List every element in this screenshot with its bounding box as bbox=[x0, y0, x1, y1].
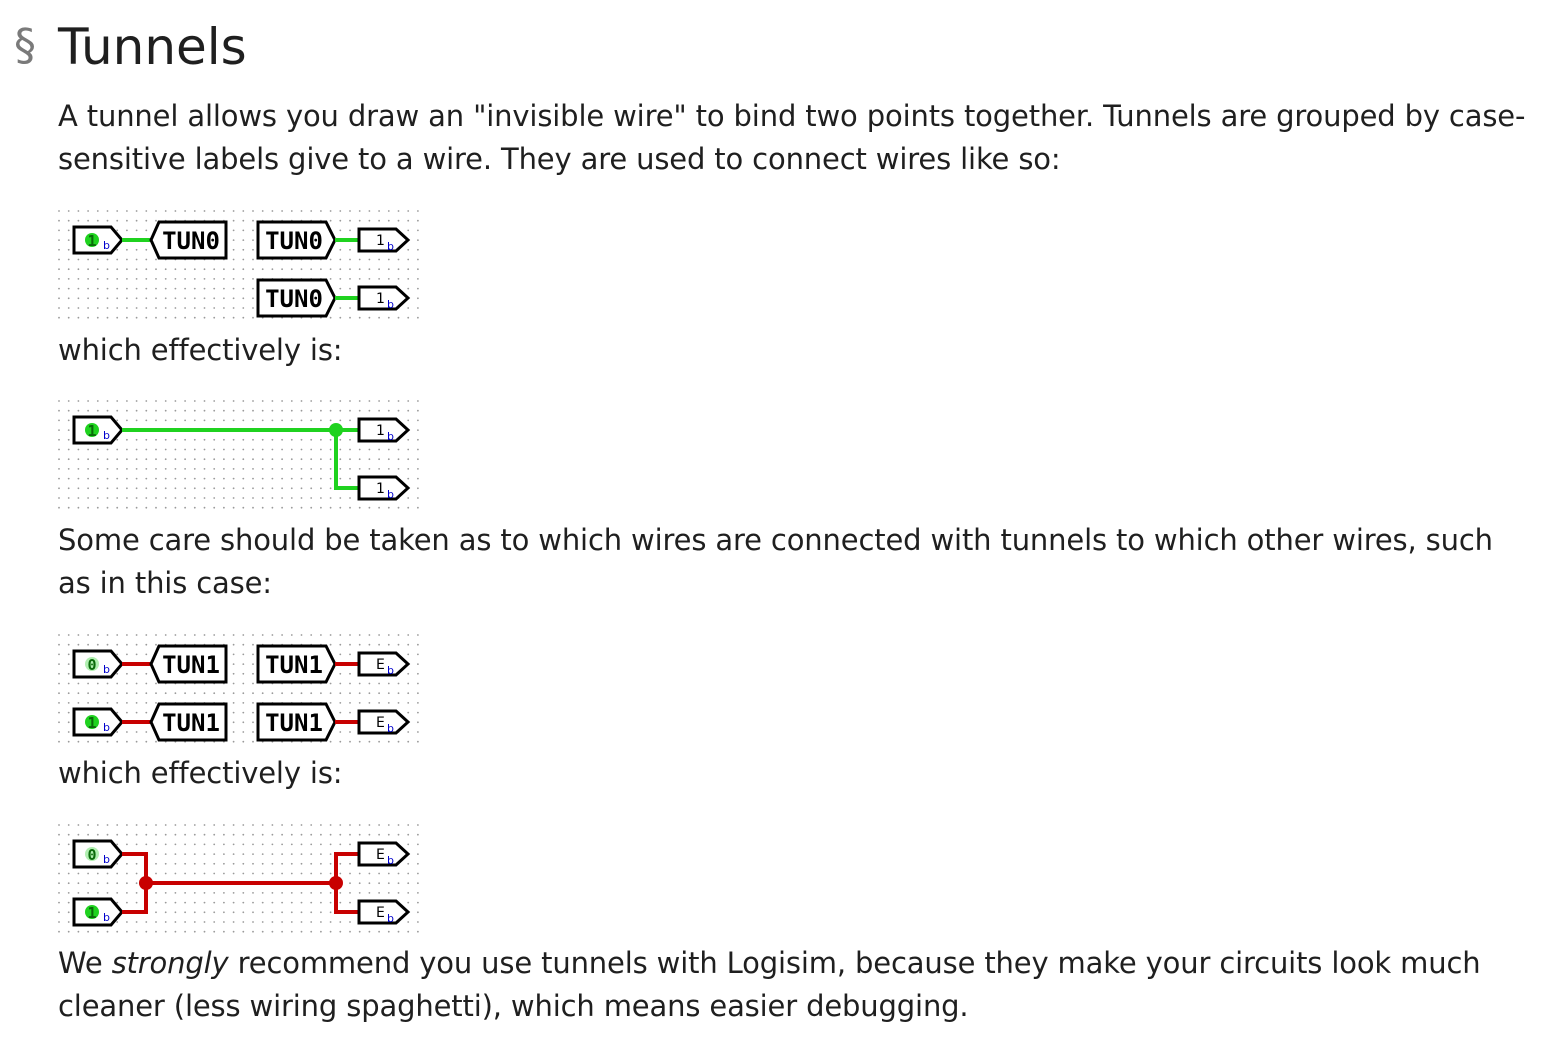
input-pin-value: 1 bbox=[87, 714, 96, 732]
output-pin-value: 1 bbox=[376, 481, 385, 497]
tunnel: TUN0 bbox=[149, 220, 228, 260]
input-pin-value: 1 bbox=[87, 232, 96, 250]
section-anchor-icon[interactable]: § bbox=[14, 20, 36, 71]
wire-junction bbox=[329, 423, 343, 437]
output-pin-value: 1 bbox=[376, 291, 385, 307]
caution-paragraph: Some care should be taken as to which wi… bbox=[58, 523, 1493, 600]
tunnel-label: TUN0 bbox=[265, 227, 323, 255]
input-pin-subscript: b bbox=[103, 721, 110, 734]
output-pin: E b bbox=[357, 709, 411, 735]
output-pin-value: 1 bbox=[376, 423, 385, 439]
tunnel-label: TUN0 bbox=[265, 285, 323, 313]
output-pin-subscript: b bbox=[387, 240, 394, 253]
output-pin-subscript: b bbox=[387, 912, 394, 925]
input-pin-subscript: b bbox=[103, 429, 110, 442]
output-pin-subscript: b bbox=[387, 488, 394, 501]
output-pin-value: E bbox=[376, 657, 385, 673]
input-pin-subscript: b bbox=[103, 911, 110, 924]
tunnel: TUN1 bbox=[256, 702, 337, 742]
tunnel: TUN1 bbox=[149, 644, 228, 684]
output-pin: 1 b bbox=[357, 475, 411, 501]
input-pin: 0 b bbox=[72, 649, 124, 679]
input-pin: 1 b bbox=[72, 707, 124, 737]
input-pin-subscript: b bbox=[103, 853, 110, 866]
tunnel: TUN1 bbox=[256, 644, 337, 684]
input-pin-value: 1 bbox=[87, 904, 96, 922]
equivalent-caption-2: which effectively is: bbox=[58, 756, 343, 790]
tunnel-example-diagram: 1 b TUN0 TUN0 1 b TUN0 1 b bbox=[58, 210, 419, 319]
tunnel: TUN0 bbox=[256, 278, 337, 318]
recommendation-text-start: We bbox=[58, 946, 112, 980]
output-pin: 1 b bbox=[357, 227, 411, 253]
conflicting-wiring-diagram: 0 b 1 b E b E b bbox=[58, 824, 419, 933]
input-pin: 0 b bbox=[72, 839, 124, 869]
output-pin-subscript: b bbox=[387, 664, 394, 677]
input-pin-value: 0 bbox=[87, 656, 96, 674]
tunnel-label: TUN1 bbox=[265, 709, 323, 737]
input-pin-value: 1 bbox=[87, 422, 96, 440]
tunnel: TUN1 bbox=[149, 702, 228, 742]
output-pin: E b bbox=[357, 651, 411, 677]
recommendation-emphasis: strongly bbox=[111, 946, 229, 980]
output-pin-value: 1 bbox=[376, 233, 385, 249]
output-pin-value: E bbox=[376, 847, 385, 863]
recommendation-paragraph: We strongly recommend you use tunnels wi… bbox=[58, 942, 1528, 1028]
output-pin: 1 b bbox=[357, 417, 411, 443]
wire bbox=[334, 430, 359, 490]
input-pin: 1 b bbox=[72, 897, 124, 927]
tunnel-label: TUN1 bbox=[162, 709, 220, 737]
wire-junction bbox=[329, 876, 343, 890]
equivalent-caption-1: which effectively is: bbox=[58, 333, 343, 367]
grid-dots bbox=[58, 400, 419, 509]
page-title: Tunnels bbox=[58, 18, 247, 76]
output-pin: 1 b bbox=[357, 285, 411, 311]
output-pin-subscript: b bbox=[387, 430, 394, 443]
tunnel: TUN0 bbox=[256, 220, 337, 260]
conflicting-tunnel-diagram: 0 b TUN1 TUN1 E b 1 b TUN1 TUN1 E b bbox=[58, 634, 419, 743]
intro-paragraph: A tunnel allows you draw an "invisible w… bbox=[58, 99, 1526, 176]
input-pin: 1 b bbox=[72, 415, 124, 445]
input-pin: 1 b bbox=[72, 225, 124, 255]
output-pin-value: E bbox=[376, 715, 385, 731]
output-pin: E b bbox=[357, 899, 411, 925]
input-pin-subscript: b bbox=[103, 663, 110, 676]
recommendation-text-end: recommend you use tunnels with Logisim, … bbox=[58, 946, 1481, 1023]
input-pin-value: 0 bbox=[87, 846, 96, 864]
output-pin-value: E bbox=[376, 905, 385, 921]
equivalent-wiring-diagram: 1 b 1 b 1 b bbox=[58, 400, 419, 509]
wire-junction bbox=[139, 876, 153, 890]
tunnel-label: TUN1 bbox=[162, 651, 220, 679]
output-pin: E b bbox=[357, 841, 411, 867]
output-pin-subscript: b bbox=[387, 854, 394, 867]
output-pin-subscript: b bbox=[387, 722, 394, 735]
input-pin-subscript: b bbox=[103, 239, 110, 252]
tunnel-label: TUN0 bbox=[162, 227, 220, 255]
tunnel-label: TUN1 bbox=[265, 651, 323, 679]
output-pin-subscript: b bbox=[387, 298, 394, 311]
